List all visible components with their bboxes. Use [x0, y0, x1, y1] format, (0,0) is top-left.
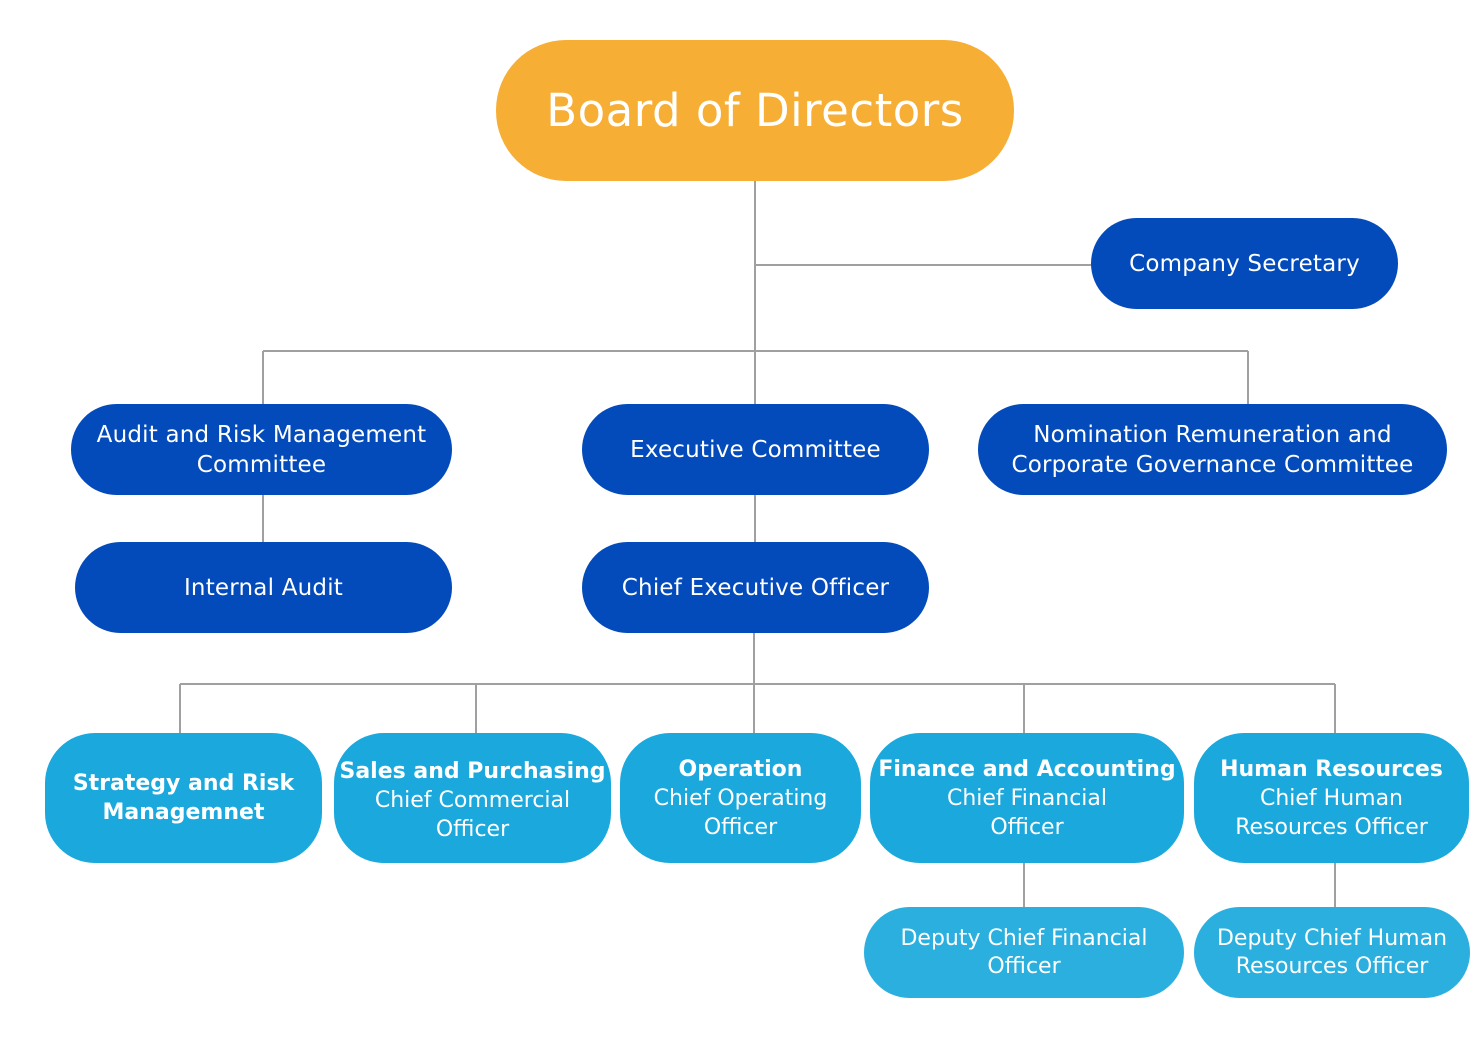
executive-committee-label: Executive Committee — [630, 436, 881, 463]
department-sales-sub1: Chief Commercial — [374, 788, 571, 813]
department-sales-node: Sales and Purchasing Chief Commercial Of… — [334, 733, 611, 863]
deputy-chro-line2: Resources Officer — [1235, 953, 1429, 979]
internal-audit-node: Internal Audit — [75, 542, 452, 633]
department-sales-head: Sales and Purchasing — [339, 759, 606, 784]
nomination-committee-line2: Corporate Governance Committee — [1011, 451, 1414, 478]
deputy-cfo-line1: Deputy Chief Financial — [900, 925, 1148, 951]
deputy-chro-node: Deputy Chief Human Resources Officer — [1194, 907, 1470, 998]
company-secretary-node: Company Secretary — [1091, 218, 1398, 309]
internal-audit-label: Internal Audit — [183, 574, 344, 601]
deputy-cfo-line2: Officer — [987, 953, 1061, 979]
executive-committee-node: Executive Committee — [582, 404, 929, 495]
department-hr-sub1: Chief Human — [1259, 785, 1404, 811]
audit-committee-line1: Audit and Risk Management — [96, 421, 427, 448]
department-finance-sub2: Officer — [990, 814, 1064, 840]
board-of-directors-node: Board of Directors — [496, 40, 1014, 181]
audit-committee-line2: Committee — [196, 451, 327, 478]
department-operation-node: Operation Chief Operating Officer — [620, 733, 861, 863]
department-sales-sub2: Officer — [435, 817, 510, 842]
company-secretary-label: Company Secretary — [1129, 250, 1360, 277]
board-label: Board of Directors — [546, 84, 964, 137]
nomination-committee-node: Nomination Remuneration and Corporate Go… — [978, 404, 1447, 495]
department-operation-head: Operation — [678, 756, 803, 782]
department-hr-head: Human Resources — [1220, 756, 1443, 782]
ceo-label: Chief Executive Officer — [621, 574, 890, 601]
department-operation-sub2: Officer — [703, 814, 778, 840]
deputy-cfo-node: Deputy Chief Financial Officer — [864, 907, 1184, 998]
department-operation-sub1: Chief Operating — [653, 785, 828, 811]
department-finance-sub1: Chief Financial — [946, 785, 1108, 811]
department-strategy-head: Strategy and Risk — [72, 771, 295, 796]
department-hr-sub2: Resources Officer — [1235, 814, 1428, 840]
department-hr-node: Human Resources Chief Human Resources Of… — [1194, 733, 1469, 863]
nomination-committee-line1: Nomination Remuneration and — [1033, 421, 1392, 448]
audit-committee-node: Audit and Risk Management Committee — [71, 404, 452, 495]
department-strategy-head2: Managemnet — [102, 800, 265, 825]
department-strategy-node: Strategy and Risk Managemnet — [45, 733, 322, 863]
department-finance-head: Finance and Accounting — [878, 756, 1176, 782]
ceo-node: Chief Executive Officer — [582, 542, 929, 633]
deputy-chro-line1: Deputy Chief Human — [1216, 925, 1448, 951]
department-finance-node: Finance and Accounting Chief Financial O… — [870, 733, 1184, 863]
